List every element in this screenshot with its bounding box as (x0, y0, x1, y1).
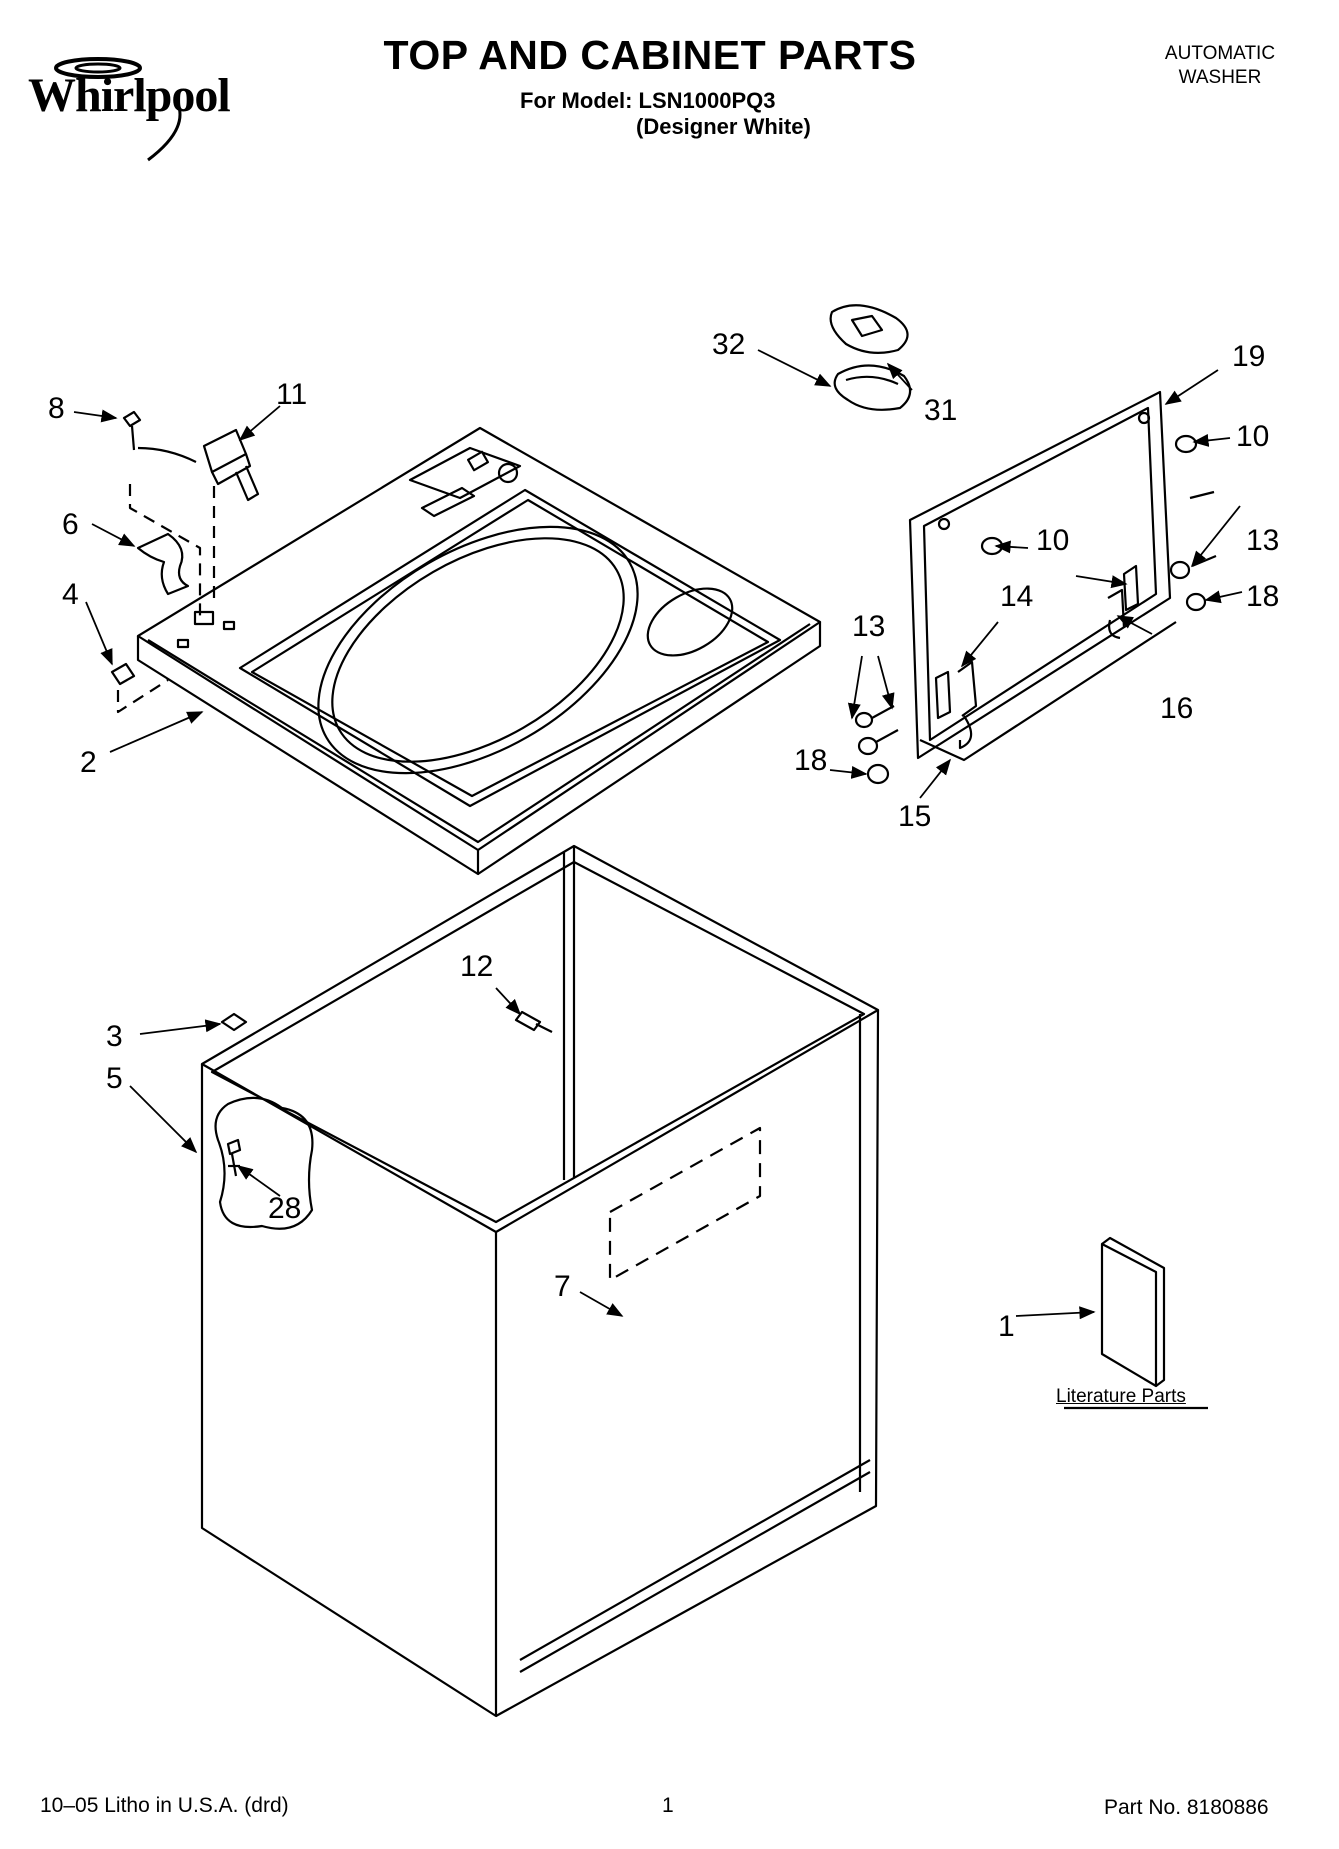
literature-booklet-spine (1101, 1236, 1166, 1387)
callout-2: 2 (80, 746, 97, 779)
callout-16: 16 (1160, 692, 1193, 725)
callout-31: 31 (924, 394, 957, 427)
finish-label: (Designer White) (636, 114, 811, 139)
callout-13-left: 13 (852, 610, 885, 643)
callout-28: 28 (268, 1192, 301, 1225)
callout-19: 19 (1232, 340, 1265, 373)
callout-8: 8 (48, 392, 65, 425)
footer-page-number: 1 (662, 1794, 674, 1817)
literature-booklet (1100, 1242, 1158, 1388)
brand-name: Whirlpool (28, 69, 231, 122)
footer-print-info: 10–05 Litho in U.S.A. (drd) (40, 1794, 289, 1817)
brand-swirl-icon (54, 57, 182, 162)
callout-leaders (73, 349, 1243, 1320)
callout-4: 4 (62, 578, 79, 611)
product-type-line2: WASHER (1178, 67, 1262, 88)
callout-12: 12 (460, 950, 493, 983)
callout-1: 1 (998, 1310, 1015, 1343)
callout-15: 15 (898, 800, 931, 833)
callout-13-right: 13 (1246, 524, 1279, 557)
callout-32: 32 (712, 328, 745, 361)
literature-parts-label: Literature Parts (1056, 1386, 1186, 1407)
callout-10-right: 10 (1236, 420, 1269, 453)
callout-18-left: 18 (794, 744, 827, 777)
footer-part-number: Part No. 8180886 (1104, 1796, 1269, 1819)
assembly-guide (116, 484, 216, 714)
callout-labels: 8 11 6 4 2 3 5 28 7 12 1 32 31 19 10 10 … (48, 328, 1279, 1343)
callout-3: 3 (106, 1020, 123, 1053)
callout-5: 5 (106, 1062, 123, 1095)
product-type: AUTOMATIC WASHER (1140, 42, 1300, 90)
brand-logo: Whirlpool (28, 50, 268, 170)
callout-7: 7 (554, 1270, 571, 1303)
washer-top-panel (136, 426, 822, 876)
washer-cabinet (200, 844, 880, 1718)
product-type-line1: AUTOMATIC (1164, 43, 1276, 64)
dispenser-lid (829, 304, 912, 411)
top-clip (110, 662, 136, 686)
callout-14-left: 14 (1000, 580, 1033, 613)
model-line: For Model: LSN1000PQ3 (520, 88, 776, 113)
callout-6: 6 (62, 508, 79, 541)
callout-11: 11 (276, 378, 307, 411)
page-title: TOP AND CABINET PARTS (383, 32, 917, 78)
callout-10-left: 10 (1036, 524, 1069, 557)
lid-switch (122, 410, 260, 502)
callout-18-right: 18 (1246, 580, 1279, 613)
switch-shield (136, 532, 190, 596)
